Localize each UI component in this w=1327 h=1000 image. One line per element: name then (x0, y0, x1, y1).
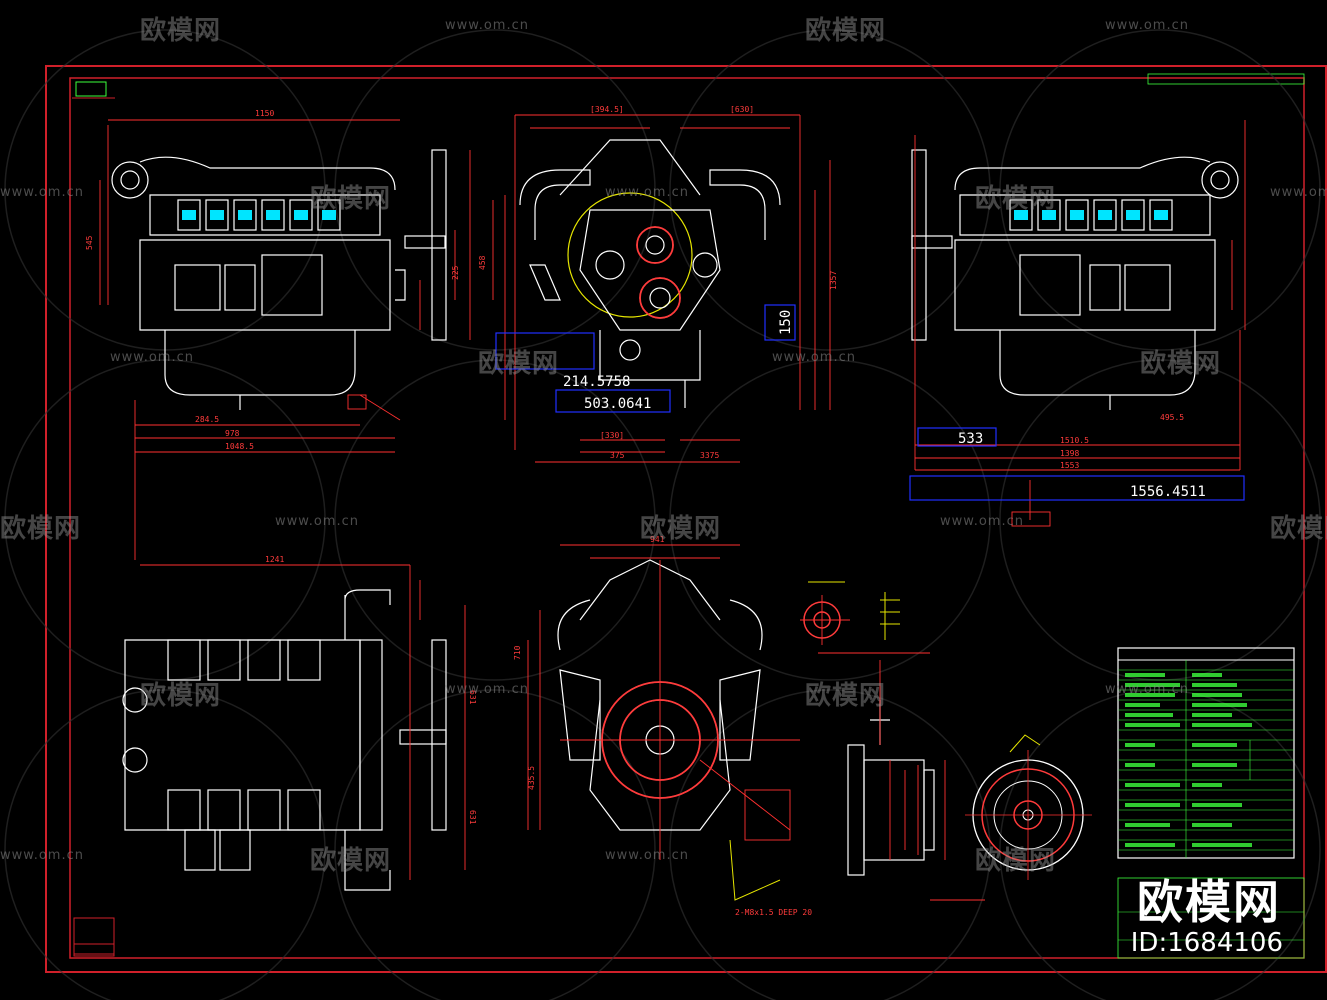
watermark-circles (4, 29, 1321, 1000)
svg-text:1241: 1241 (265, 555, 284, 564)
drawing-frame (45, 65, 1327, 973)
svg-text:941: 941 (650, 535, 665, 544)
svg-text:375: 375 (610, 451, 625, 460)
dim-150: 150 (778, 310, 794, 335)
watermark-url-7: www.om.cn (772, 350, 856, 365)
dim-533: 533 (958, 431, 983, 447)
svg-text:435.5: 435.5 (527, 766, 536, 790)
spec-table (1117, 647, 1305, 959)
svg-text:631: 631 (468, 690, 477, 705)
watermark-brand-11: 欧模网 (805, 681, 887, 711)
watermark-brand-8: 欧模网 (640, 514, 722, 544)
svg-text:1553: 1553 (1060, 461, 1079, 470)
turbo-flange-detail (800, 581, 930, 654)
svg-text:2-M8x1.5 DEEP 20: 2-M8x1.5 DEEP 20 (735, 908, 812, 917)
watermark-id: ID:1684106 (1130, 928, 1283, 958)
watermark-url-11: www.om.cn (1105, 682, 1189, 697)
watermark-logo: 欧模网 (1137, 875, 1281, 929)
watermark-url-13: www.om.cn (605, 848, 689, 863)
engine-rear-view: 941 710 435.5 2-M8x1.5 DEEP 20 (513, 535, 812, 917)
engine-front-view: [394.5] [630] 458 [330] 375 3375 1357 21… (478, 105, 838, 463)
svg-text:458: 458 (478, 255, 487, 270)
watermark-url-9: www.om.cn (940, 514, 1024, 529)
svg-text:225: 225 (451, 265, 460, 280)
svg-text:631: 631 (468, 810, 477, 825)
watermark-brand-10: 欧模网 (140, 681, 222, 711)
watermark-url-4: www.om.cn (605, 185, 689, 200)
watermark-url-2: www.om.cn (1105, 18, 1189, 33)
svg-text:3375: 3375 (700, 451, 719, 460)
watermark-brand-4: 欧模网 (975, 184, 1057, 214)
svg-text:710: 710 (513, 645, 522, 660)
watermark-url-12: www.om.cn (0, 848, 84, 863)
watermark-url-10: www.om.cn (445, 682, 529, 697)
watermark-url-1: www.om.cn (445, 18, 529, 33)
watermark-brand-5: 欧模网 (478, 349, 560, 379)
svg-text:1357: 1357 (829, 271, 838, 290)
engine-side-view-left: 1150 545 284.5 978 1048.5 225 (85, 109, 471, 560)
svg-text:[630]: [630] (730, 105, 754, 114)
dim-1556-4511: 1556.4511 (1130, 484, 1206, 500)
watermark-url-5: www.om.cn (1270, 185, 1327, 200)
svg-text:495.5: 495.5 (1160, 413, 1184, 422)
svg-text:[330]: [330] (600, 431, 624, 440)
watermark-brand-9: 欧模网 (1270, 514, 1327, 544)
watermark-url-6: www.om.cn (110, 350, 194, 365)
svg-text:[394.5]: [394.5] (590, 105, 624, 114)
svg-text:284.5: 284.5 (195, 415, 219, 424)
flywheel-housing-detail (965, 734, 1092, 880)
engine-side-view-right: 1510.5 1398 1553 495.5 533 1556.4511 (909, 120, 1246, 527)
svg-text:1048.5: 1048.5 (225, 442, 254, 451)
dim-503-0641: 503.0641 (584, 396, 651, 412)
svg-text:1398: 1398 (1060, 449, 1079, 458)
watermark-brand-13: 欧模网 (975, 846, 1057, 876)
dim-214-5758: 214.5758 (563, 374, 630, 390)
watermark-brand-6: 欧模网 (1140, 349, 1222, 379)
engine-top-view: 1241 631 631 (122, 555, 477, 891)
watermark-brand-12: 欧模网 (310, 846, 392, 876)
watermark-url-3: www.om.cn (0, 185, 84, 200)
watermark-brand-2: 欧模网 (805, 16, 887, 46)
watermark-brand-3: 欧模网 (310, 184, 392, 214)
svg-text:1510.5: 1510.5 (1060, 436, 1089, 445)
watermark-brand-7: 欧模网 (0, 514, 82, 544)
svg-text:1150: 1150 (255, 109, 274, 118)
watermark-url-8: www.om.cn (275, 514, 359, 529)
svg-text:545: 545 (85, 235, 94, 250)
watermark-brand-1: 欧模网 (140, 16, 222, 46)
pto-detail (847, 660, 985, 901)
svg-text:978: 978 (225, 429, 240, 438)
